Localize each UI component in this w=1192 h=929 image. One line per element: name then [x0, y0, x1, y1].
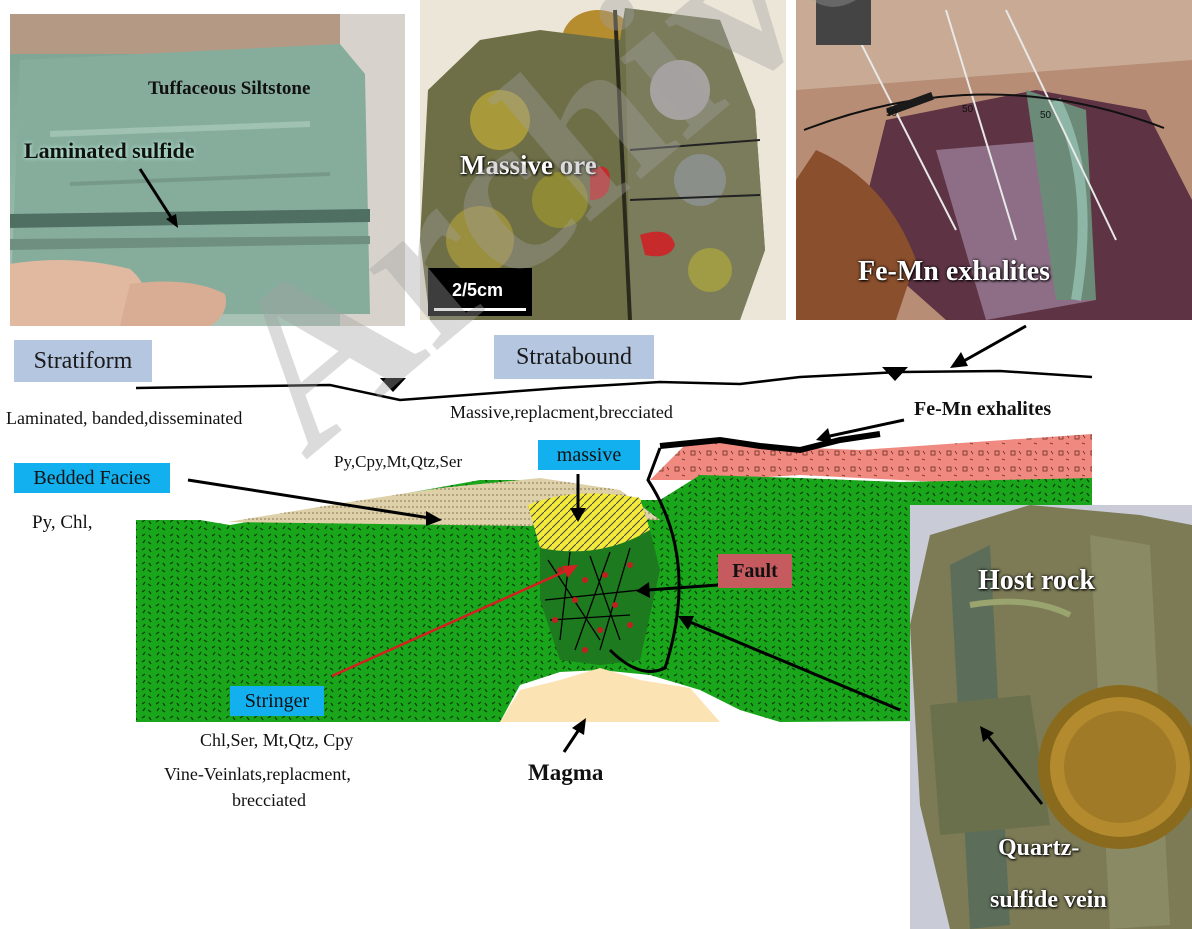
quartz-vein-label-1: Quartz-: [998, 835, 1079, 862]
massive-description: Massive,replacment,brecciated: [450, 402, 673, 423]
fe-mn-exhalites-label: Fe-Mn exhalites: [914, 398, 1051, 421]
stringer-description-2: brecciated: [232, 790, 306, 811]
massive-box-label: massive: [538, 440, 640, 470]
stringer-label: Stringer: [230, 686, 324, 716]
fault-label: Fault: [718, 554, 792, 588]
bedded-facies-label: Bedded Facies: [14, 463, 170, 493]
stratabound-label: Stratabound: [494, 335, 654, 379]
laminated-description: Laminated, banded,disseminated: [6, 408, 242, 429]
vein-arrow-icon: [970, 720, 1050, 810]
stringer-description-1: Vine-Veinlats,replacment,: [164, 764, 351, 785]
stratiform-label: Stratiform: [14, 340, 152, 382]
magma-label: Magma: [528, 760, 603, 786]
stringer-minerals-label: Chl,Ser, Mt,Qtz, Cpy: [200, 730, 353, 751]
host-rock-photo: Host rock Quartz- sulfide vein: [910, 505, 1192, 929]
py-chl-label: Py, Chl,: [32, 512, 93, 534]
host-rock-label: Host rock: [978, 565, 1095, 597]
water-table-marker-2: [882, 367, 908, 381]
top-minerals-label: Py,Cpy,Mt,Qtz,Ser: [334, 452, 462, 472]
quartz-vein-label-2: sulfide vein: [990, 887, 1107, 914]
water-table-marker-1: [380, 378, 406, 392]
